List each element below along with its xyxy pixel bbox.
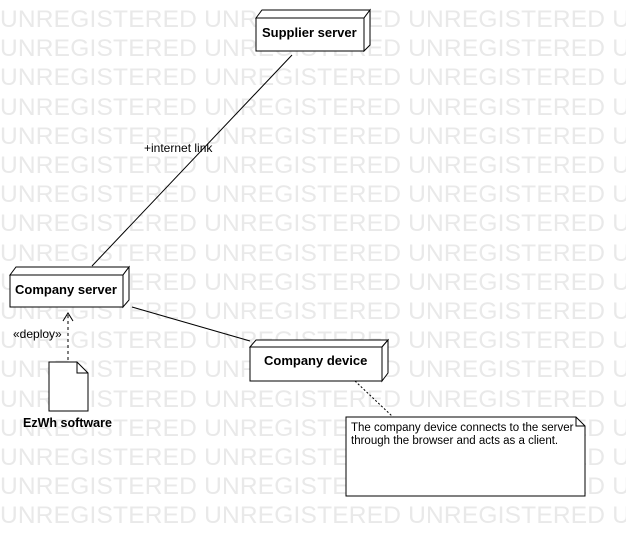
note-anchor-edge <box>354 380 394 418</box>
note-box[interactable] <box>345 416 586 497</box>
company-device-node[interactable] <box>248 338 390 383</box>
file-icon[interactable] <box>48 361 89 412</box>
company-server-label: Company server <box>15 282 117 297</box>
internet-link-edge[interactable] <box>91 54 293 267</box>
deploy-arrowhead-icon <box>62 312 74 322</box>
ezwh-software-label: EzWh software <box>23 416 112 430</box>
server-device-edge[interactable] <box>131 306 251 342</box>
deploy-stereotype-label: «deploy» <box>13 327 62 341</box>
supplier-server-node[interactable] <box>255 8 371 53</box>
note-text: The company device connects to the serve… <box>351 422 574 447</box>
company-server-node[interactable] <box>9 265 130 309</box>
internet-link-label: +internet link <box>144 141 213 155</box>
company-device-label: Company device <box>264 353 368 368</box>
supplier-server-label: Supplier server <box>262 25 357 40</box>
